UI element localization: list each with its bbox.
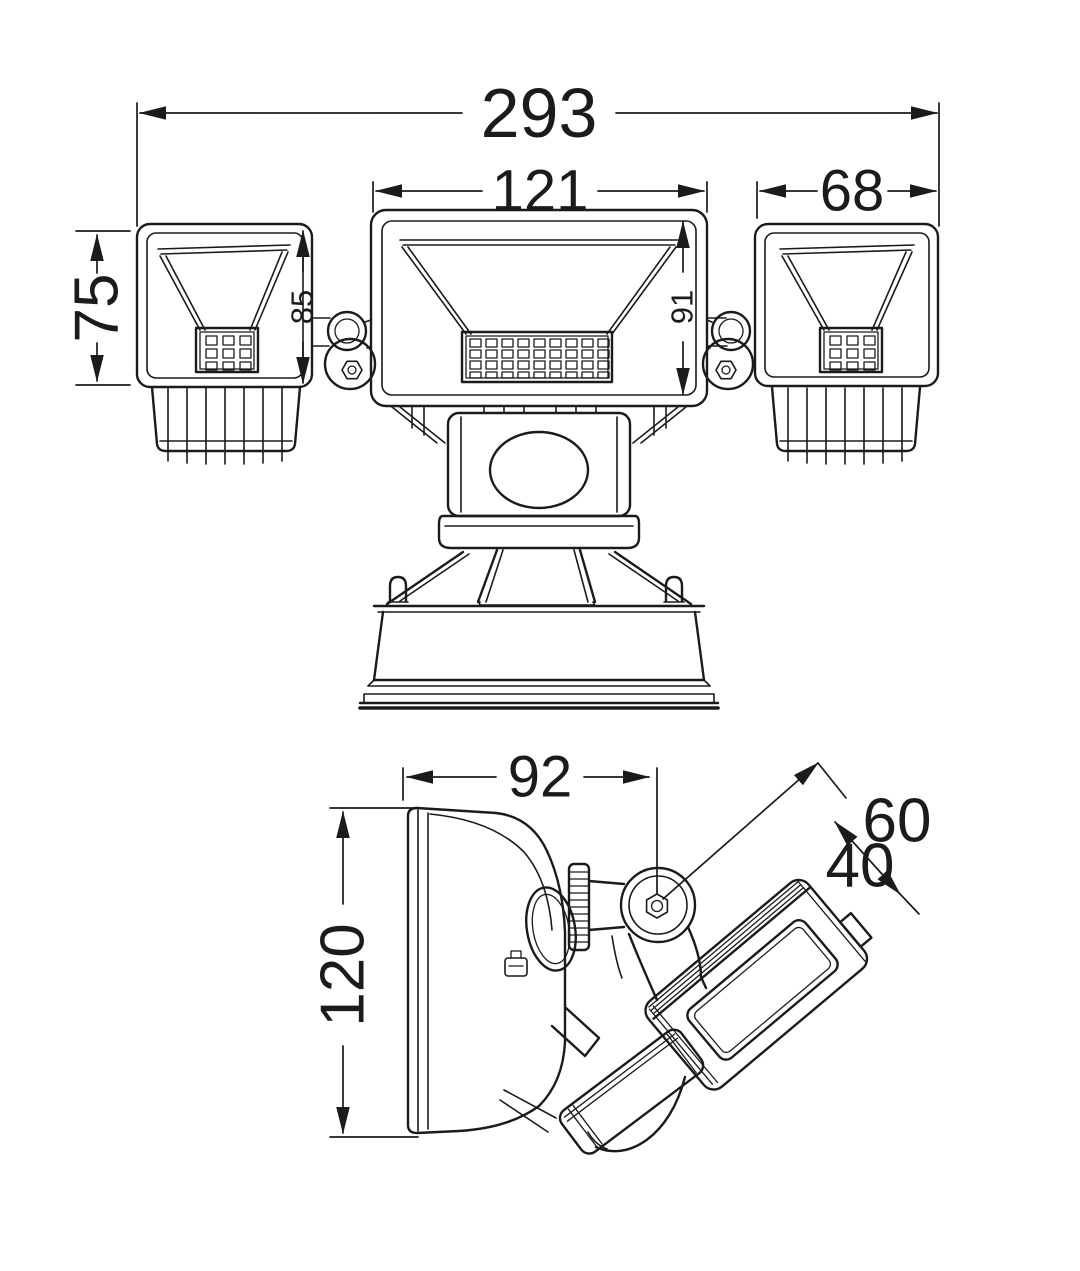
right-hinge-bolt-icon xyxy=(715,360,737,380)
dim-label-center-head-width: 121 xyxy=(492,159,589,224)
base-side-cover xyxy=(525,886,577,972)
front-right-head xyxy=(753,222,940,465)
dim-side-head-height: 75 xyxy=(63,230,132,386)
front-center-head: 91 xyxy=(369,208,709,408)
sensor-housing xyxy=(446,411,632,518)
front-view: 293 121 68 75 xyxy=(63,74,940,710)
left-hinge-joint xyxy=(311,310,377,391)
dim-label-head-depth: 40 xyxy=(826,832,895,901)
pivot-bolt-icon xyxy=(645,893,669,919)
dim-head-depth: 40 xyxy=(826,821,920,915)
dim-depth-to-pivot: 92 xyxy=(402,745,658,895)
dim-side-head-width: 68 xyxy=(756,159,938,224)
sensor-boss xyxy=(550,1006,601,1058)
side-view: 92 120 xyxy=(309,745,931,1155)
base-screw-right xyxy=(663,575,685,603)
dim-label-depth-to-pivot: 92 xyxy=(508,745,573,810)
center-led-grid xyxy=(469,338,610,379)
base-clip xyxy=(504,957,528,977)
side-base xyxy=(406,806,577,1135)
front-sensor-and-base xyxy=(358,406,720,710)
dim-label-center-head-opening-height: 91 xyxy=(665,290,700,324)
dim-overall-width: 293 xyxy=(136,74,940,227)
side-sensor xyxy=(499,1006,705,1155)
dim-label-side-head-width: 68 xyxy=(820,159,885,224)
right-head-fins xyxy=(770,385,922,465)
pivot-bracket xyxy=(587,879,626,932)
dim-center-head-width: 121 xyxy=(372,159,708,224)
left-led-grid xyxy=(205,335,252,371)
pivot-joint xyxy=(611,866,708,1002)
dim-label-base-height: 120 xyxy=(309,923,378,1026)
dim-label-side-head-height: 75 xyxy=(63,274,132,343)
dim-side-head-opening-height: 85 xyxy=(285,229,320,385)
left-head-fins xyxy=(150,385,302,465)
knurled-ring xyxy=(567,862,591,952)
dim-label-overall-width: 293 xyxy=(481,74,598,152)
side-tilted-head xyxy=(644,878,873,1091)
pir-sensor-lens xyxy=(488,430,590,510)
right-led-grid xyxy=(829,335,876,371)
left-hinge-bolt-icon xyxy=(341,360,363,380)
base-screw-left xyxy=(387,575,409,603)
sensor-ball xyxy=(594,1075,687,1153)
dim-label-side-head-opening-height: 85 xyxy=(285,290,320,324)
dim-base-height: 120 xyxy=(309,807,419,1138)
front-left-head: 85 xyxy=(135,222,320,465)
dim-center-head-opening-height: 91 xyxy=(665,220,700,396)
right-hinge-joint xyxy=(701,310,755,391)
